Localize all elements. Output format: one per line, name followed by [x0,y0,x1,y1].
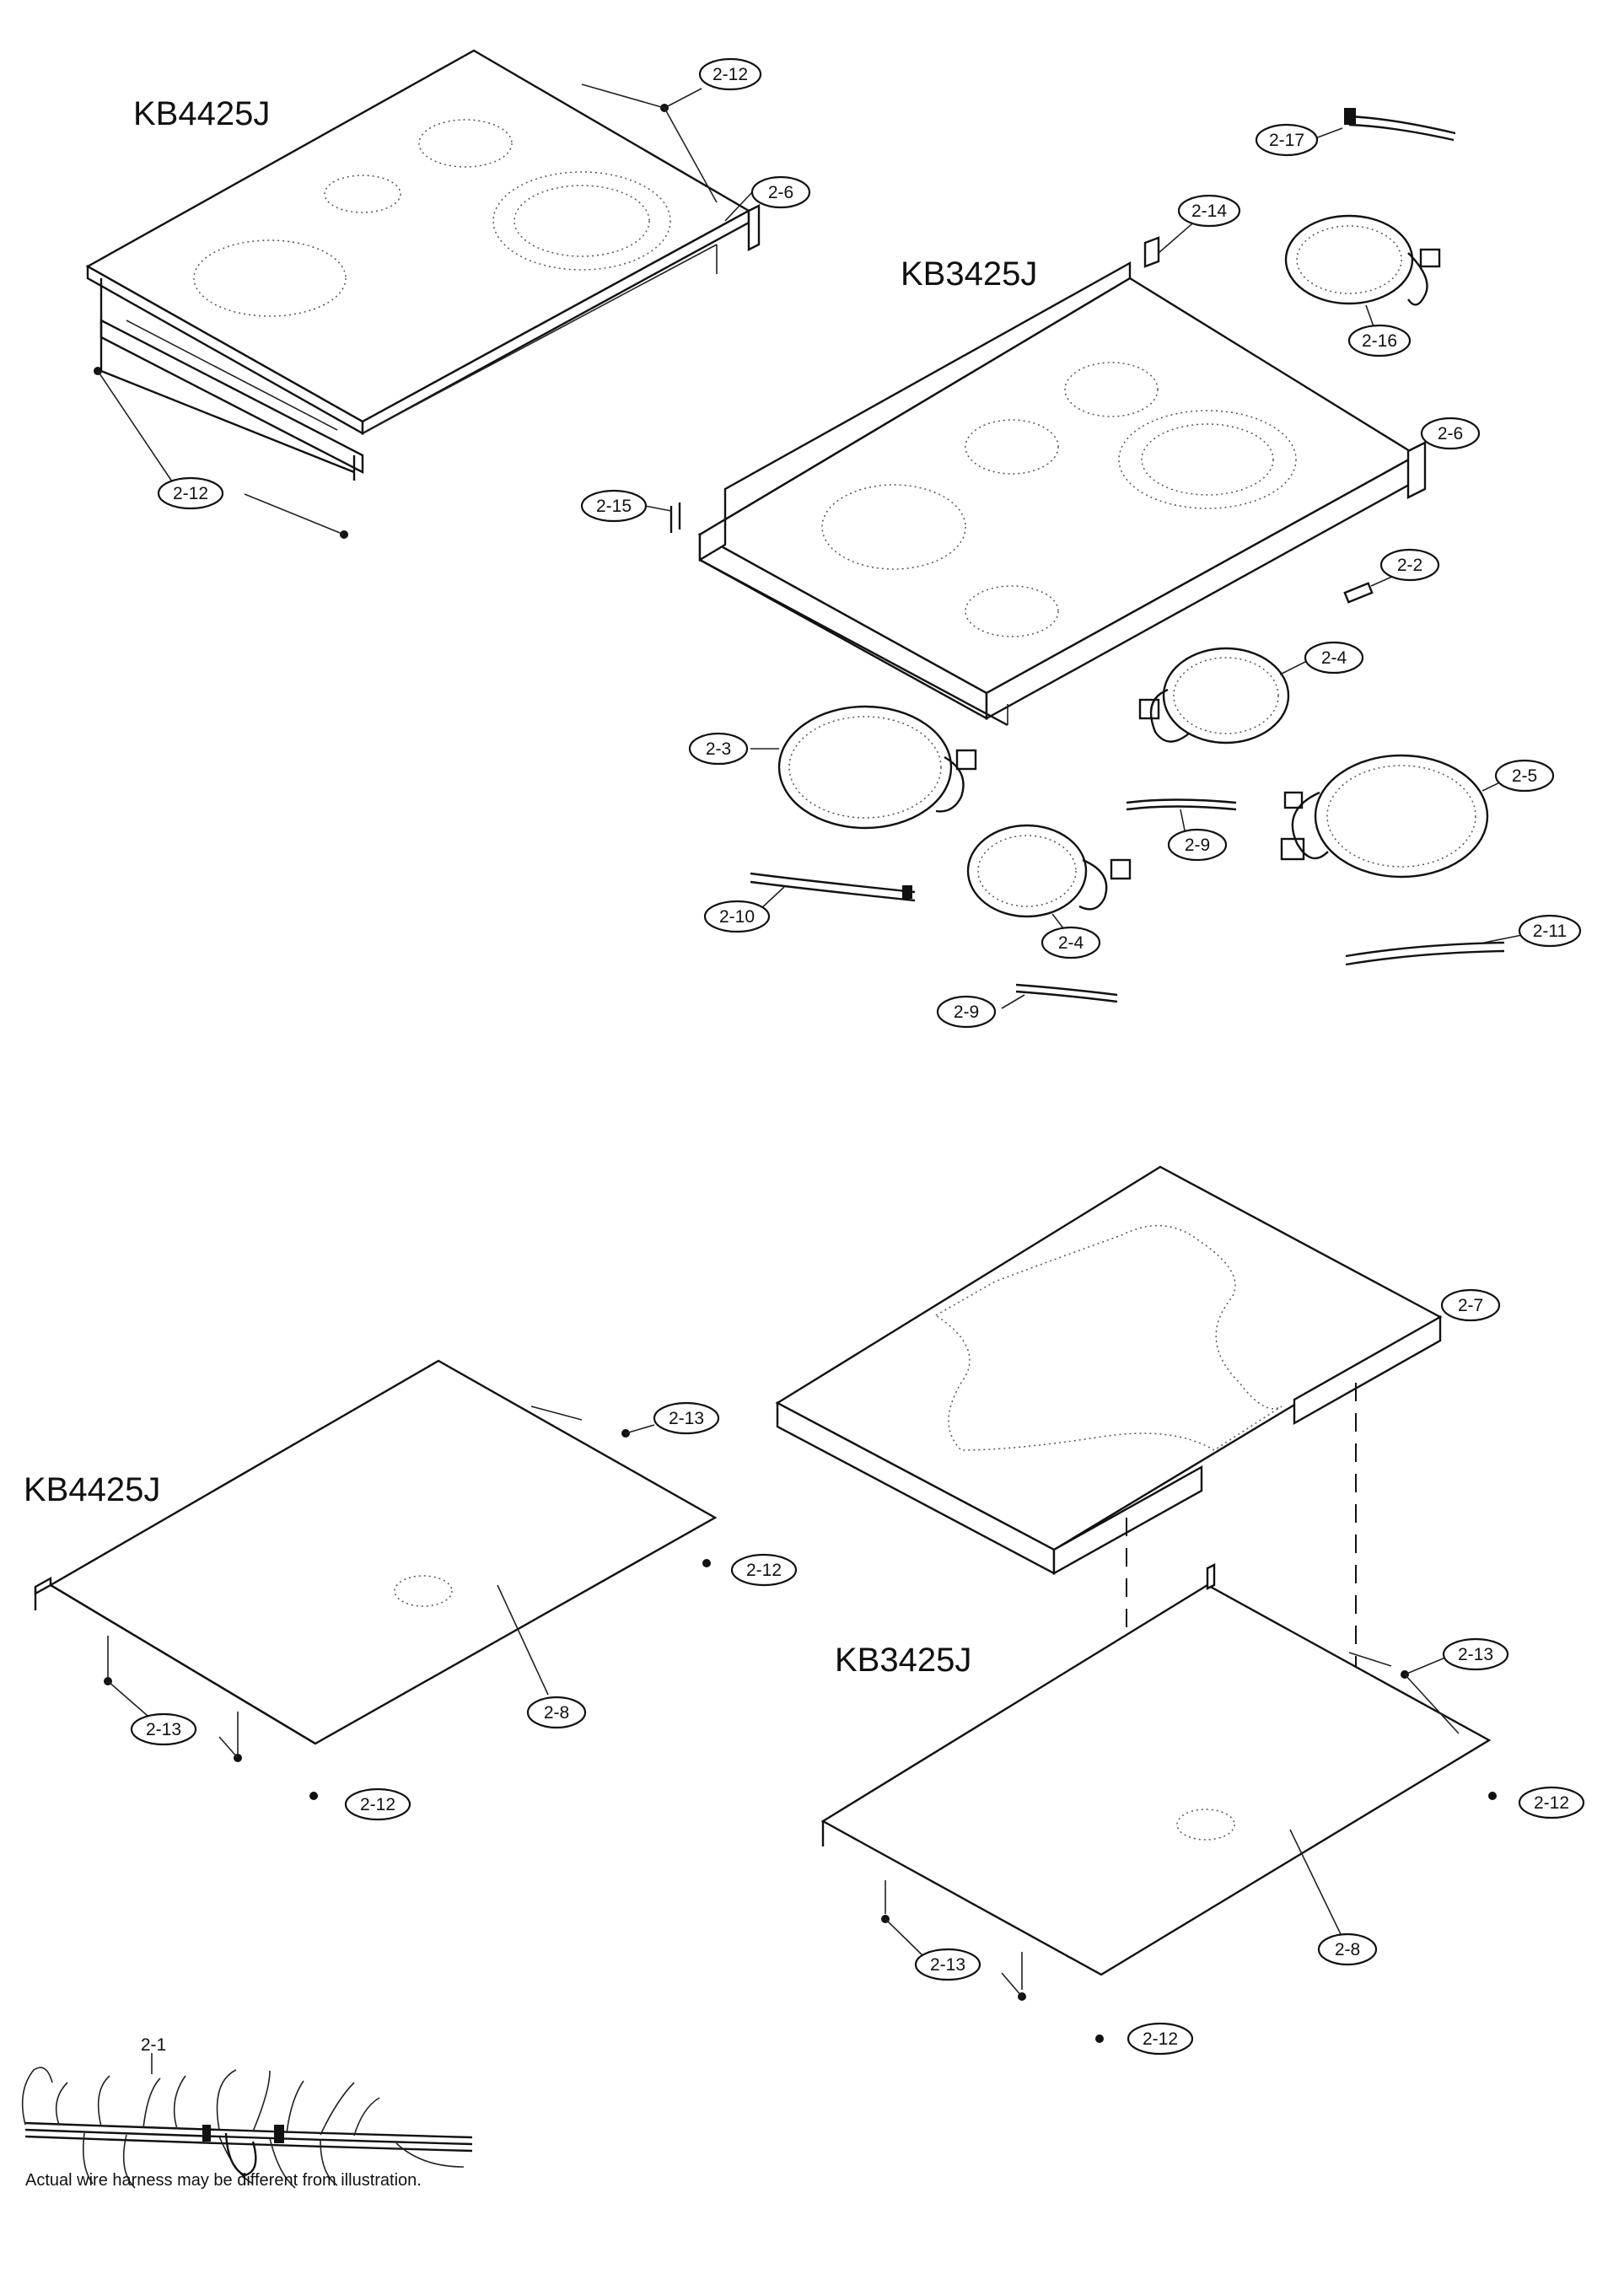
harness-part-2-17 [1315,108,1456,142]
wire-lead-2-9-lower [1001,983,1118,1009]
svg-text:2-9: 2-9 [954,1002,979,1022]
model-label-bottom-right: KB3425J [835,1642,971,1679]
svg-text:2-1: 2-1 [141,2035,166,2055]
burner-element-2-4-upper [1138,647,1308,744]
burner-element-2-5 [1280,754,1506,879]
part-tag: 2-13 [653,1401,720,1435]
svg-text:2-16: 2-16 [1362,331,1397,351]
svg-text:2-3: 2-3 [706,739,731,759]
svg-text:2-12: 2-12 [713,65,748,84]
part-tag: 2-8 [1317,1932,1378,1966]
burner-element-2-3 [750,705,977,830]
svg-text:2-13: 2-13 [669,1409,704,1428]
svg-text:2-12: 2-12 [1534,1793,1569,1813]
part-tag: 2-12 [344,1787,411,1821]
svg-text:2-2: 2-2 [1397,556,1422,575]
svg-text:2-4: 2-4 [1321,648,1347,668]
part-tag: 2-1 [141,2035,166,2055]
part-tag: 2-12 [157,476,224,510]
wire-lead-2-10 [750,872,916,911]
part-tag: 2-13 [1442,1637,1509,1671]
wire-lead-2-11 [1345,933,1527,966]
svg-text:2-8: 2-8 [1335,1940,1360,1959]
part-tag: 2-5 [1494,759,1555,793]
burner-element-2-16 [1284,214,1441,330]
part-tag: 2-7 [1440,1288,1501,1322]
bottom-panel-kb4425j [34,1359,718,1745]
part-tag: 2-12 [730,1553,798,1587]
screw [1488,1792,1497,1800]
part-tag: 2-12 [698,57,762,91]
part-tag: 2-15 [580,489,648,523]
glass-top-2-7 [775,1165,1443,1576]
part-tag: 2-17 [1255,123,1319,157]
part-tag: 2-10 [703,900,771,933]
burner-element-2-4-lower [966,824,1132,937]
svg-text:2-4: 2-4 [1058,933,1084,953]
svg-text:2-11: 2-11 [1533,922,1567,941]
svg-text:2-13: 2-13 [146,1720,181,1739]
svg-text:2-12: 2-12 [360,1795,395,1814]
harness-caption: Actual wire harness may be different fro… [25,2171,422,2190]
part-tag: 2-11 [1518,914,1582,948]
svg-text:2-17: 2-17 [1269,131,1304,150]
part-tag: 2-13 [914,1948,981,1981]
svg-text:2-14: 2-14 [1191,202,1227,221]
svg-text:2-12: 2-12 [1143,2029,1178,2049]
part-tag: 2-6 [1420,417,1481,450]
wire-harness-2-1 [21,2053,473,2189]
part-tag: 2-8 [526,1696,587,1729]
model-label-top-right: KB3425J [901,255,1037,293]
model-label-top-left: KB4425J [133,95,270,132]
svg-text:2-15: 2-15 [596,497,632,516]
screw [1095,2034,1104,2043]
part-tag: 2-12 [1518,1786,1585,1819]
svg-text:2-7: 2-7 [1458,1296,1483,1315]
connector-part-2-2 [1343,572,1401,604]
part-tag: 2-13 [130,1712,197,1746]
part-tag: 2-4 [1304,641,1364,675]
svg-text:2-6: 2-6 [768,183,793,202]
svg-text:2-13: 2-13 [930,1955,965,1975]
screw [309,1792,318,1800]
svg-text:2-12: 2-12 [173,484,208,503]
cooktop-kb3425j-top [697,261,1427,727]
part-tag: 2-12 [1127,2022,1194,2056]
part-tag: 2-2 [1379,548,1440,582]
part-tag: 2-9 [936,995,997,1029]
svg-text:2-9: 2-9 [1185,836,1210,855]
svg-text:2-6: 2-6 [1438,424,1463,443]
clip-part-2-15 [644,503,681,533]
bottom-panel-kb3425j [820,1563,1492,1976]
svg-text:2-8: 2-8 [544,1703,569,1723]
bracket-part-2-14 [1143,218,1198,268]
part-tag: 2-14 [1177,194,1241,228]
cooktop-kb4425j-top [85,49,761,481]
wire-lead-2-9-upper [1126,798,1237,831]
screw [702,1559,711,1567]
part-tag: 2-16 [1347,324,1412,357]
svg-text:2-12: 2-12 [746,1561,782,1580]
part-tag: 2-4 [1041,926,1101,959]
svg-text:2-10: 2-10 [719,907,755,927]
svg-text:2-5: 2-5 [1512,766,1537,786]
part-tag: 2-6 [750,175,811,209]
model-label-bottom-left: KB4425J [24,1471,160,1508]
part-tag: 2-3 [688,732,749,766]
part-tag: 2-9 [1167,828,1228,862]
svg-text:2-13: 2-13 [1458,1645,1493,1664]
